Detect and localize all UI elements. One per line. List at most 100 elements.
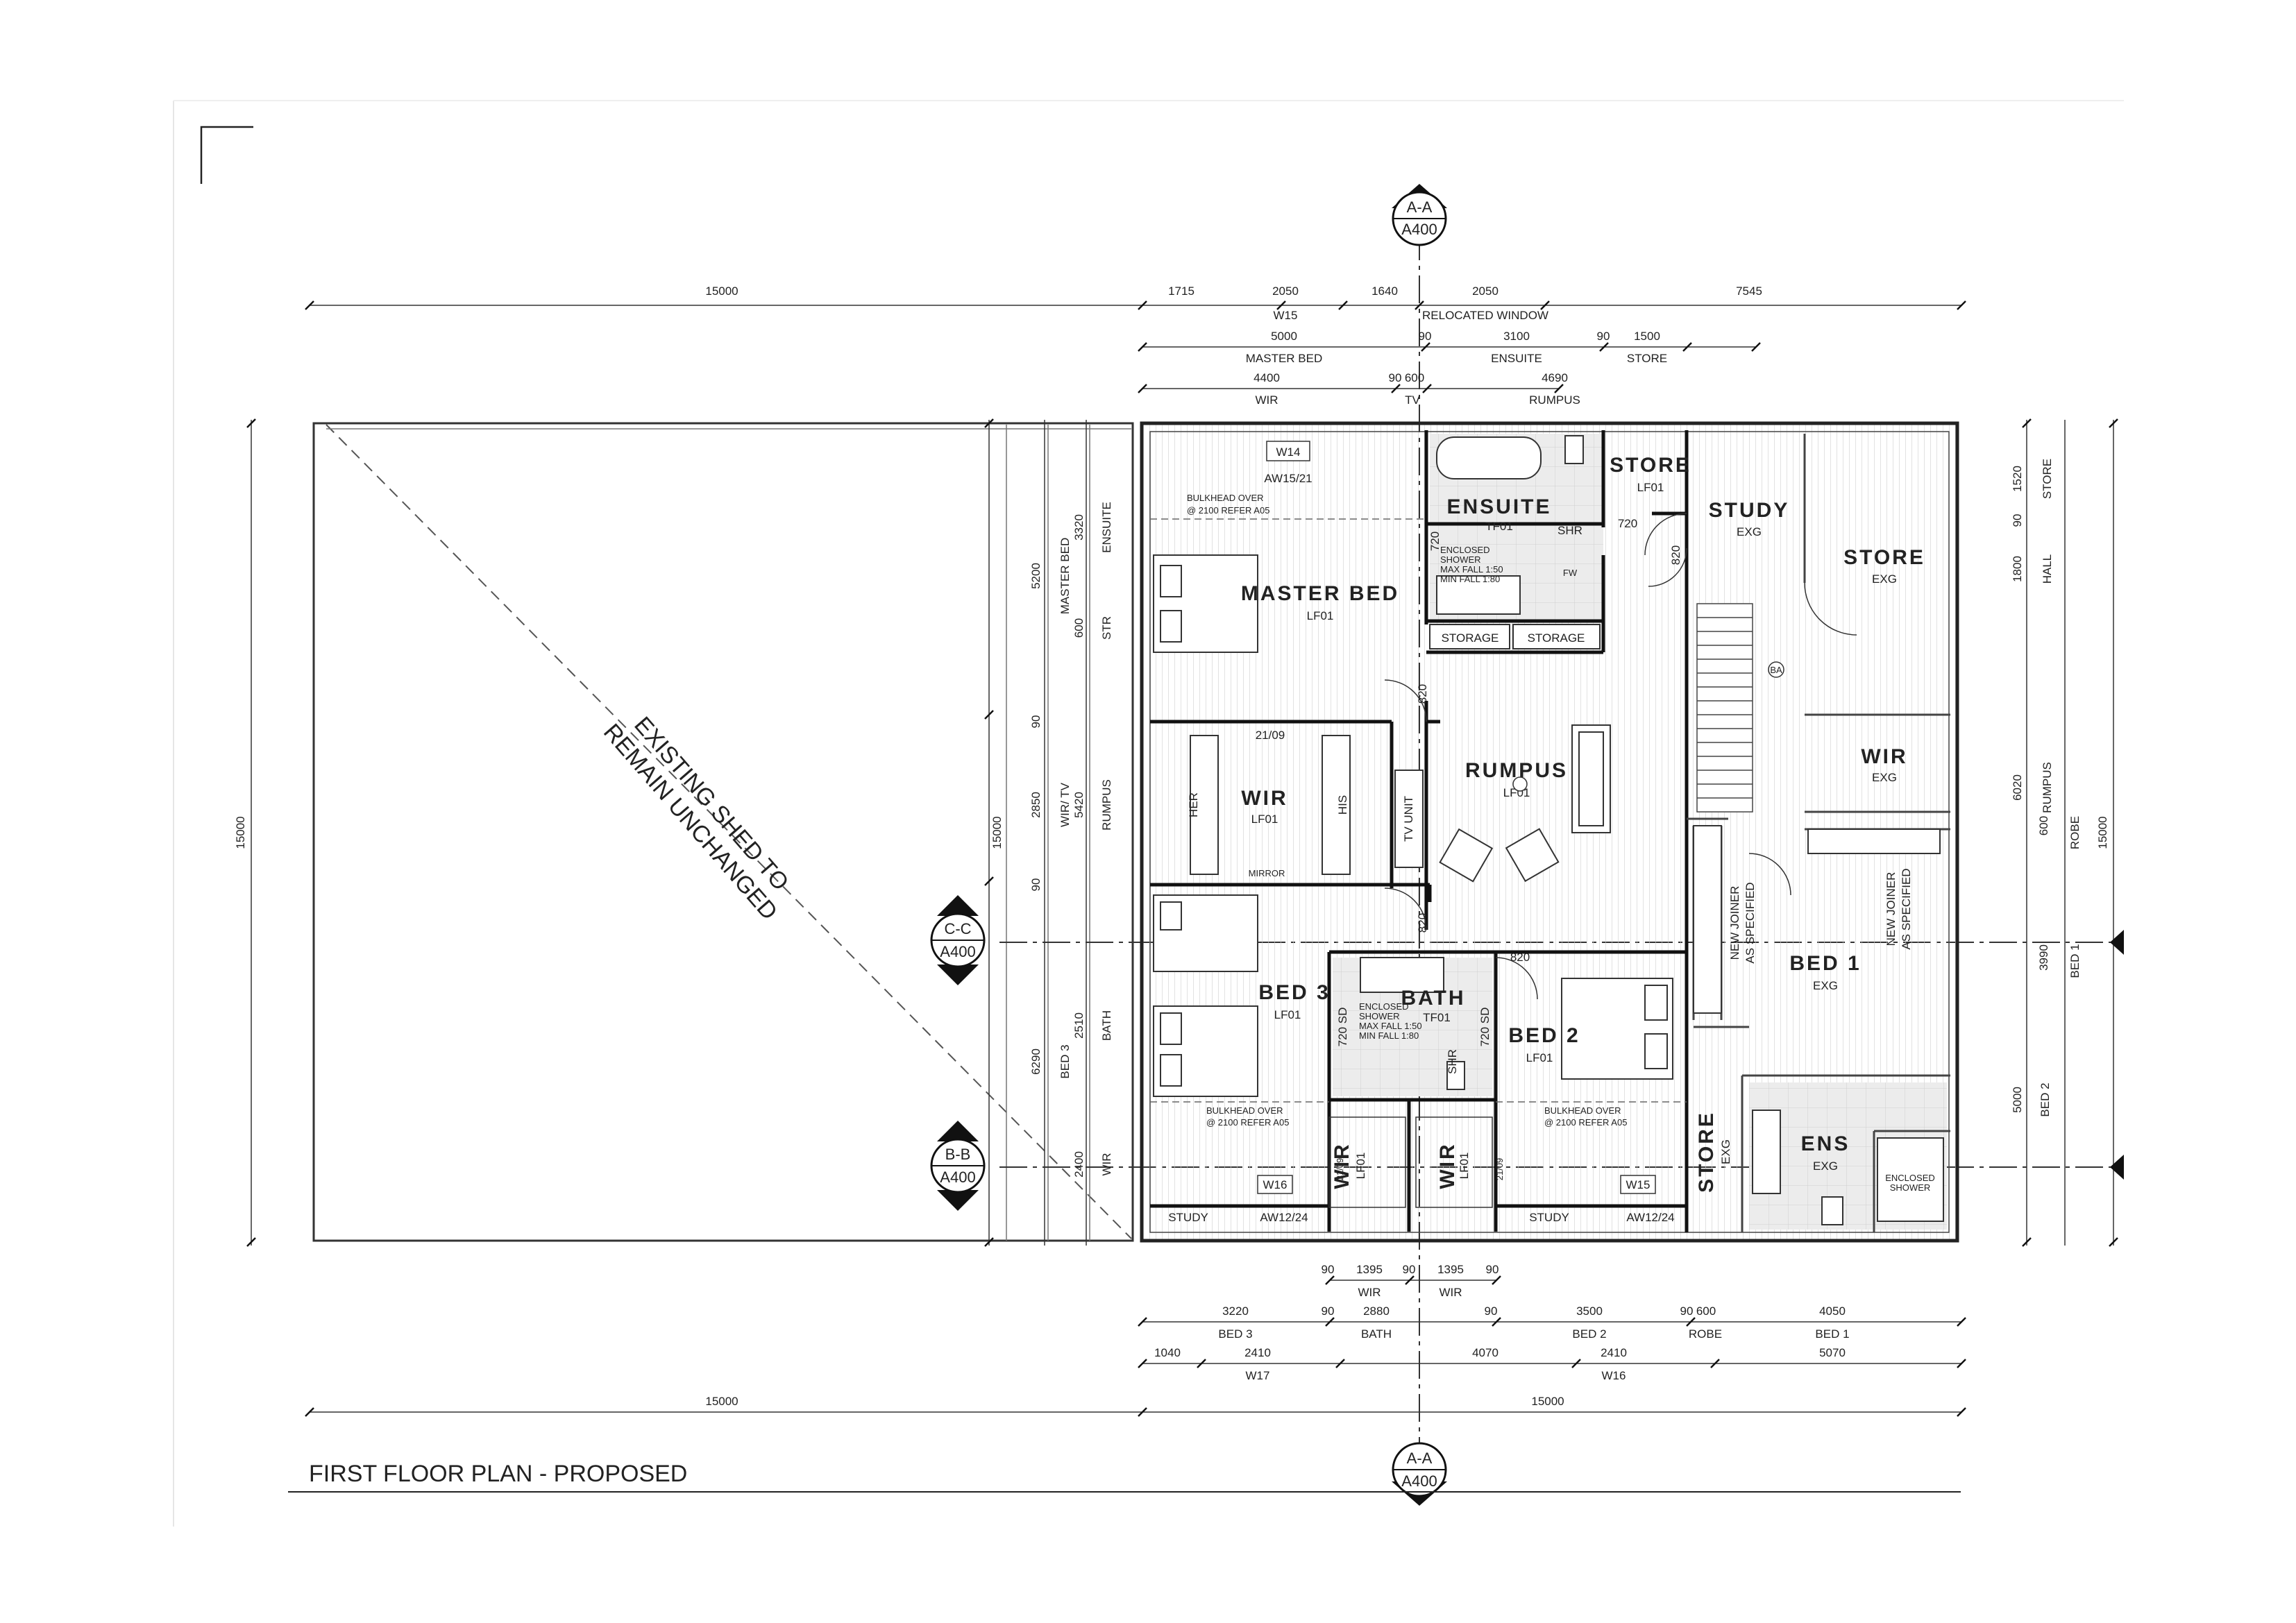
room-ensuite-code: TF01 — [1485, 520, 1513, 533]
vanity-ensuite — [1436, 575, 1521, 615]
room-store-top-code: LF01 — [1637, 481, 1664, 494]
note-storage-left: STORAGE — [1442, 631, 1499, 645]
note-fw1: FW — [1563, 568, 1578, 578]
room-wir-right-code: EXG — [1872, 771, 1897, 784]
dim-right-overall: 15000 — [2096, 816, 2109, 849]
dim-bot-bed3: BED 3 — [1218, 1327, 1252, 1341]
section-cc-ref: A400 — [940, 943, 975, 960]
shed-note-line-1: EXISTING SHED TO — [629, 712, 793, 896]
section-arrow-right-cc — [2110, 930, 2124, 955]
note-tv-unit: TV UNIT — [1402, 796, 1415, 842]
dim-left-overall-2: 15000 — [990, 816, 1004, 849]
note-shower1-3: MAX FALL 1:50 — [1440, 564, 1503, 575]
dim-bot-2880: 2880 — [1363, 1305, 1390, 1318]
section-aa-top-label: A-A — [1407, 198, 1433, 216]
dim-right-bed1: BED 1 — [2068, 944, 2082, 978]
note-joiner-2b: AS SPECIFIED — [1900, 868, 1913, 949]
note-bulkhead1: BULKHEAD OVER — [1187, 493, 1264, 503]
room-wir-mid-code: LF01 — [1458, 1153, 1471, 1180]
room-bed2-code: LF01 — [1526, 1051, 1553, 1064]
note-w14: W14 — [1276, 445, 1301, 459]
dim-left-overall: 15000 — [234, 816, 247, 849]
plan-notes: W14 AW15/21 BULKHEAD OVER @ 2100 REFER A… — [1150, 441, 1935, 1224]
section-arrow-right-bb — [2110, 1155, 2124, 1180]
dim-bot-4070: 4070 — [1472, 1346, 1499, 1359]
crop-mark — [200, 126, 253, 184]
dim-right-3990: 3990 — [2037, 944, 2050, 971]
dim-right-hall: HALL — [2041, 554, 2054, 584]
note-joiner-1b: AS SPECIFIED — [1744, 882, 1757, 963]
note-bulkhead2: BULKHEAD OVER — [1206, 1105, 1283, 1116]
dim-top-4400: 4400 — [1253, 371, 1280, 384]
dim-bot-2410b: 2410 — [1601, 1346, 1627, 1359]
armchair-2 — [1505, 828, 1560, 883]
section-marker-aa-bottom: A-A A400 — [1392, 1442, 1447, 1506]
room-ens: ENS — [1801, 1132, 1850, 1155]
joiner-right — [1807, 829, 1941, 854]
dim-top-1500: 1500 — [1634, 330, 1660, 343]
dim-left-ensuite: ENSUITE — [1100, 502, 1113, 553]
dim-top-7545: 7545 — [1736, 284, 1762, 298]
dim-left-600: 600 — [1072, 618, 1086, 638]
dim-left-wir-tv: WIR/ TV — [1058, 782, 1072, 827]
ba-marker-rumpus — [1512, 776, 1528, 792]
dim-bot-90e: 90 — [1485, 1305, 1498, 1318]
room-bed2: BED 2 — [1508, 1024, 1580, 1047]
dim-left-5420: 5420 — [1072, 792, 1086, 818]
dim-right-bed2: BED 2 — [2038, 1082, 2052, 1116]
dim-right-600: 600 — [2037, 816, 2050, 835]
dim-bot-90d: 90 — [1322, 1305, 1335, 1318]
note-storage-right: STORAGE — [1528, 631, 1585, 645]
note-door-820-study: 820 — [1669, 545, 1682, 565]
dim-top-wir: WIR — [1255, 393, 1278, 407]
armchair-1 — [1439, 828, 1494, 883]
ba-marker-study — [1768, 661, 1784, 678]
dim-bot-w17: W17 — [1246, 1369, 1270, 1382]
furniture — [1153, 435, 1944, 1225]
note-sd-bed2: 720 SD — [1478, 1008, 1492, 1047]
dim-bot-1395b: 1395 — [1437, 1263, 1464, 1276]
dim-left-90b: 90 — [1029, 878, 1043, 892]
note-aw12-left: AW12/24 — [1260, 1211, 1308, 1224]
room-master-bed-code: LF01 — [1307, 609, 1334, 622]
room-bed1-code: EXG — [1813, 979, 1838, 992]
note-joiner-1a: NEW JOINER — [1728, 886, 1741, 960]
dim-top-tv: TV — [1405, 393, 1420, 407]
note-shr2: SHR — [1446, 1049, 1459, 1074]
dim-left-rumpus: RUMPUS — [1100, 779, 1113, 831]
dim-left-90a: 90 — [1029, 715, 1043, 729]
room-store-low: STORE — [1695, 1111, 1718, 1193]
dim-bot-90f: 90 — [1680, 1305, 1694, 1318]
vanity-ens — [1752, 1110, 1781, 1194]
dim-bot-600: 600 — [1696, 1305, 1716, 1318]
storage-left — [1429, 624, 1510, 649]
note-mirror: MIRROR — [1249, 868, 1285, 878]
dim-right-store: STORE — [2041, 459, 2054, 499]
dim-top-4690: 4690 — [1542, 371, 1568, 384]
toilet-ens — [1821, 1196, 1843, 1225]
dim-bot-90c: 90 — [1486, 1263, 1499, 1276]
dim-top-ensuite: ENSUITE — [1491, 352, 1542, 365]
note-door-720-ensuite: 720 — [1428, 532, 1442, 551]
dim-top-15000: 15000 — [705, 284, 738, 298]
dim-top-master-bed: MASTER BED — [1246, 352, 1323, 365]
dim-bot-1395a: 1395 — [1356, 1263, 1383, 1276]
dim-top-90a: 90 — [1419, 330, 1432, 343]
stairs — [1696, 603, 1753, 813]
section-cc-label: C-C — [944, 920, 971, 937]
note-w15: W15 — [1626, 1178, 1651, 1191]
room-store-right: STORE — [1843, 546, 1925, 569]
his-robe — [1322, 735, 1351, 875]
vanity-bath — [1360, 957, 1444, 993]
drawing-title: FIRST FLOOR PLAN - PROPOSED — [309, 1461, 687, 1487]
dims-right: 1520 90 1800 6020 600 3990 5000 STORE HA… — [2011, 459, 2109, 1117]
note-enclosed-shower-2: SHOWER — [1890, 1182, 1931, 1193]
room-ensuite: ENSUITE — [1446, 495, 1551, 518]
dim-left-wir: WIR — [1100, 1153, 1113, 1175]
section-bb-label: B-B — [945, 1146, 971, 1163]
w14-tag — [1266, 441, 1310, 461]
note-shower1-1: ENCLOSED — [1440, 545, 1490, 555]
dim-top-w15: W15 — [1274, 309, 1298, 322]
dim-top-600: 600 — [1405, 371, 1424, 384]
dim-bot-5070: 5070 — [1819, 1346, 1846, 1359]
